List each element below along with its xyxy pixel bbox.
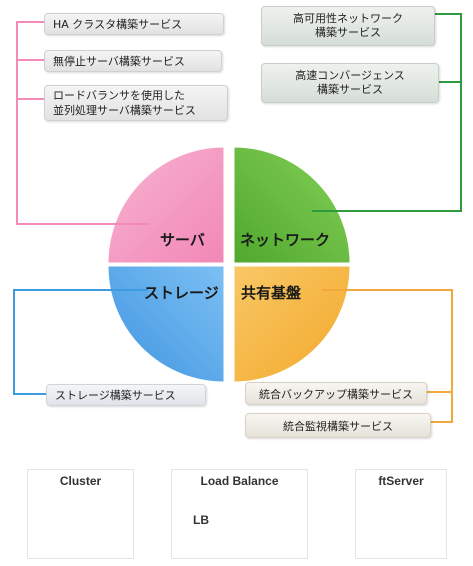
ha-network-service-label-line2: 構築サービス xyxy=(315,26,381,39)
ftserver-card-title: ftServer xyxy=(378,474,424,488)
ha-network-service-label-line1: 高可用性ネットワーク xyxy=(293,12,403,25)
backup-service-label: 統合バックアップ構築サービス xyxy=(259,387,413,401)
infra-quadrant-label: 共有基盤 xyxy=(241,284,302,302)
cluster-card: Cluster xyxy=(27,469,134,559)
server-quadrant-label: サーバ xyxy=(160,231,205,249)
lb-badge: LB xyxy=(193,513,209,527)
network-quadrant xyxy=(233,146,351,264)
storage-quadrant-label: ストレージ xyxy=(144,284,219,302)
server-connector xyxy=(16,21,150,225)
ftserver-card: ftServer xyxy=(355,469,447,559)
load-balance-card-title: Load Balance xyxy=(200,474,279,488)
parallel-server-service-label-line1: ロードバランサを使用した xyxy=(53,89,185,102)
parallel-server-service-label-line2: 並列処理サーバ構築サービス xyxy=(53,104,196,117)
monitoring-service-label: 統合監視構築サービス xyxy=(283,419,393,433)
storage-connector xyxy=(13,289,148,395)
server-quadrant xyxy=(107,146,225,264)
monitoring-service-box: 統合監視構築サービス xyxy=(245,413,431,438)
nonstop-server-service-box: 無停止サーバ構築サービス xyxy=(44,50,222,72)
ha-cluster-service-box: HA クラスタ構築サービス xyxy=(44,13,224,35)
load-balance-card: Load Balance xyxy=(171,469,308,559)
fast-convergence-service-box: 高速コンバージェンス 構築サービス xyxy=(261,63,439,103)
network-quadrant-label: ネットワーク xyxy=(240,231,331,249)
storage-quadrant xyxy=(107,265,225,383)
nonstop-server-service-label: 無停止サーバ構築サービス xyxy=(53,55,185,68)
backup-service-box: 統合バックアップ構築サービス xyxy=(245,382,427,405)
storage-service-box: ストレージ構築サービス xyxy=(46,384,206,406)
cluster-card-title: Cluster xyxy=(59,474,102,488)
infra-connector xyxy=(322,289,453,423)
network-connector xyxy=(312,13,462,212)
ha-network-service-box: 高可用性ネットワーク 構築サービス xyxy=(261,6,435,46)
fast-convergence-service-label-line2: 構築サービス xyxy=(317,83,383,96)
storage-service-label: ストレージ構築サービス xyxy=(55,389,176,402)
infra-quadrant xyxy=(233,265,351,383)
fast-convergence-service-label-line1: 高速コンバージェンス xyxy=(295,69,405,82)
parallel-server-service-box: ロードバランサを使用した 並列処理サーバ構築サービス xyxy=(44,85,228,121)
ha-cluster-service-label: HA クラスタ構築サービス xyxy=(53,18,183,31)
